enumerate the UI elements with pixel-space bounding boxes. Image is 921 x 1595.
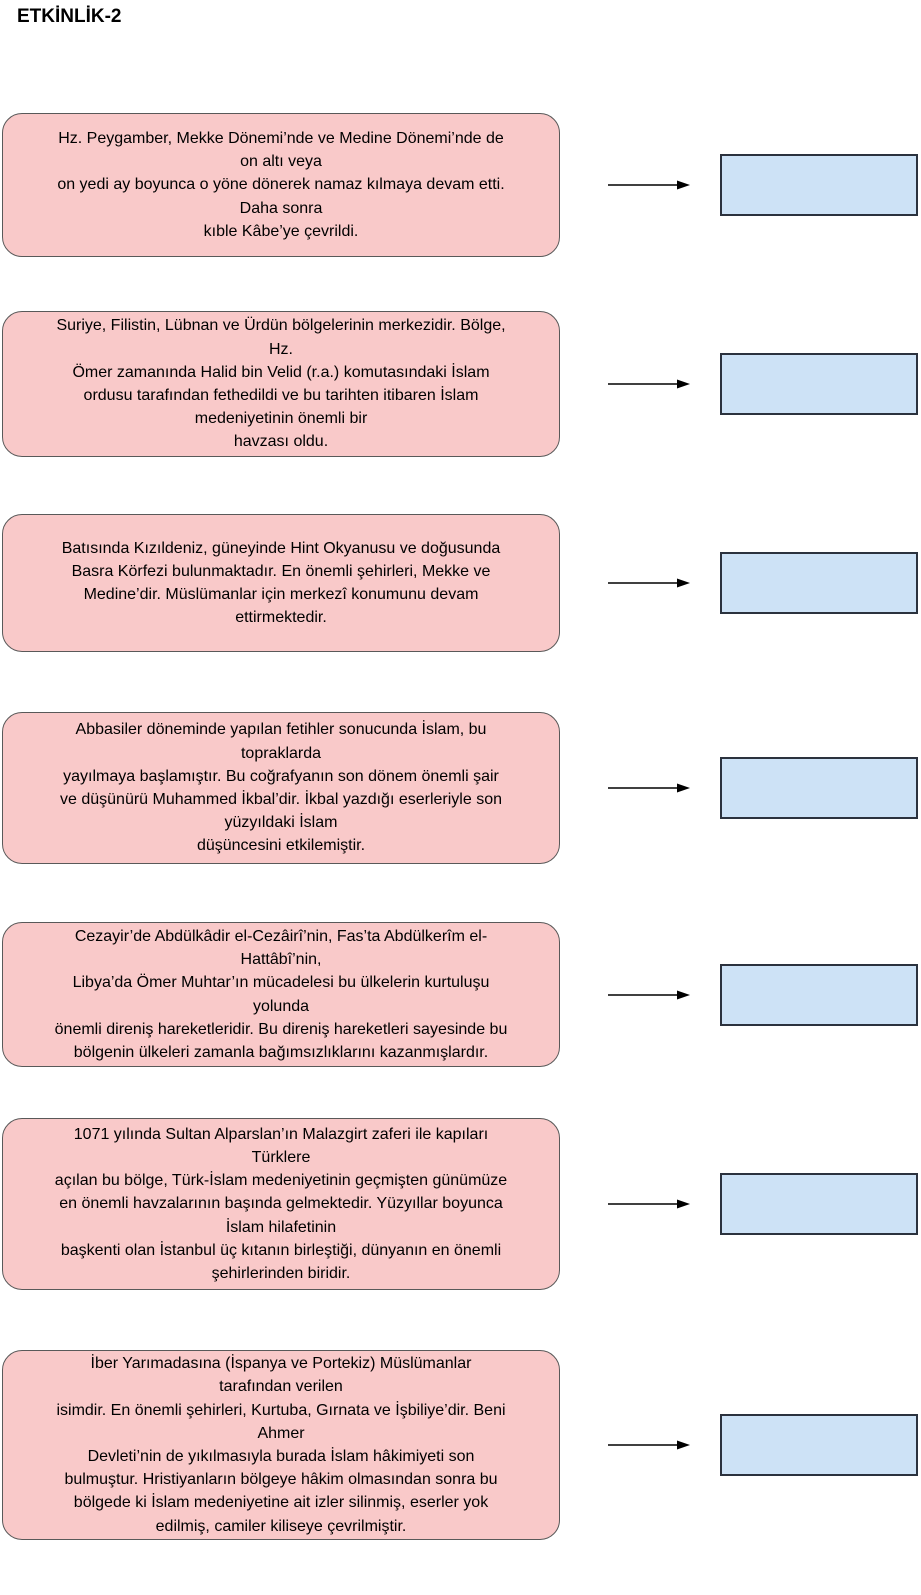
activity-row: 1071 yılında Sultan Alparslan’ın Malazgi… bbox=[2, 1118, 921, 1290]
activity-row: Batısında Kızıldeniz, güneyinde Hint Oky… bbox=[2, 514, 921, 652]
clue-text: Batısında Kızıldeniz, güneyinde Hint Oky… bbox=[61, 539, 501, 627]
clue-text: Hz. Peygamber, Mekke Dönemi’nde ve Medin… bbox=[57, 129, 505, 240]
clue-text: Cezayir’de Abdülkâdir el-Cezâirî’nin, Fa… bbox=[54, 927, 508, 1061]
clue-card: Abbasiler döneminde yapılan fetihler son… bbox=[2, 712, 560, 864]
right-arrow-icon bbox=[608, 379, 690, 389]
right-arrow-icon bbox=[608, 1440, 690, 1450]
activity-row: Cezayir’de Abdülkâdir el-Cezâirî’nin, Fa… bbox=[2, 922, 921, 1067]
activity-row: Abbasiler döneminde yapılan fetihler son… bbox=[2, 712, 921, 864]
right-arrow-icon bbox=[608, 990, 690, 999]
clue-card: Batısında Kızıldeniz, güneyinde Hint Oky… bbox=[2, 514, 560, 652]
clue-card: Suriye, Filistin, Lübnan ve Ürdün bölgel… bbox=[2, 311, 560, 457]
answer-box[interactable] bbox=[720, 353, 918, 415]
answer-box[interactable] bbox=[720, 1414, 918, 1476]
activity-row: Suriye, Filistin, Lübnan ve Ürdün bölgel… bbox=[2, 311, 921, 457]
clue-text: İber Yarımadasına (İspanya ve Portekiz) … bbox=[56, 1355, 506, 1535]
answer-box[interactable] bbox=[720, 552, 918, 614]
clue-card: Cezayir’de Abdülkâdir el-Cezâirî’nin, Fa… bbox=[2, 922, 560, 1067]
clue-card: 1071 yılında Sultan Alparslan’ın Malazgi… bbox=[2, 1118, 560, 1290]
answer-box[interactable] bbox=[720, 1173, 918, 1235]
clue-text: Suriye, Filistin, Lübnan ve Ürdün bölgel… bbox=[56, 317, 506, 451]
clue-card: İber Yarımadasına (İspanya ve Portekiz) … bbox=[2, 1350, 560, 1540]
answer-box[interactable] bbox=[720, 757, 918, 819]
answer-box[interactable] bbox=[720, 154, 918, 216]
clue-card: Hz. Peygamber, Mekke Dönemi’nde ve Medin… bbox=[2, 113, 560, 257]
activity-row: İber Yarımadasına (İspanya ve Portekiz) … bbox=[2, 1350, 921, 1540]
right-arrow-icon bbox=[608, 783, 690, 793]
activity-row: Hz. Peygamber, Mekke Dönemi’nde ve Medin… bbox=[2, 113, 921, 257]
right-arrow-icon bbox=[608, 578, 690, 588]
page-title: ETKİNLİK-2 bbox=[17, 6, 122, 27]
answer-box[interactable] bbox=[720, 963, 918, 1026]
right-arrow-icon bbox=[608, 1199, 690, 1209]
clue-text: 1071 yılında Sultan Alparslan’ın Malazgi… bbox=[54, 1125, 508, 1282]
clue-text: Abbasiler döneminde yapılan fetihler son… bbox=[60, 721, 502, 855]
right-arrow-icon bbox=[608, 180, 690, 190]
